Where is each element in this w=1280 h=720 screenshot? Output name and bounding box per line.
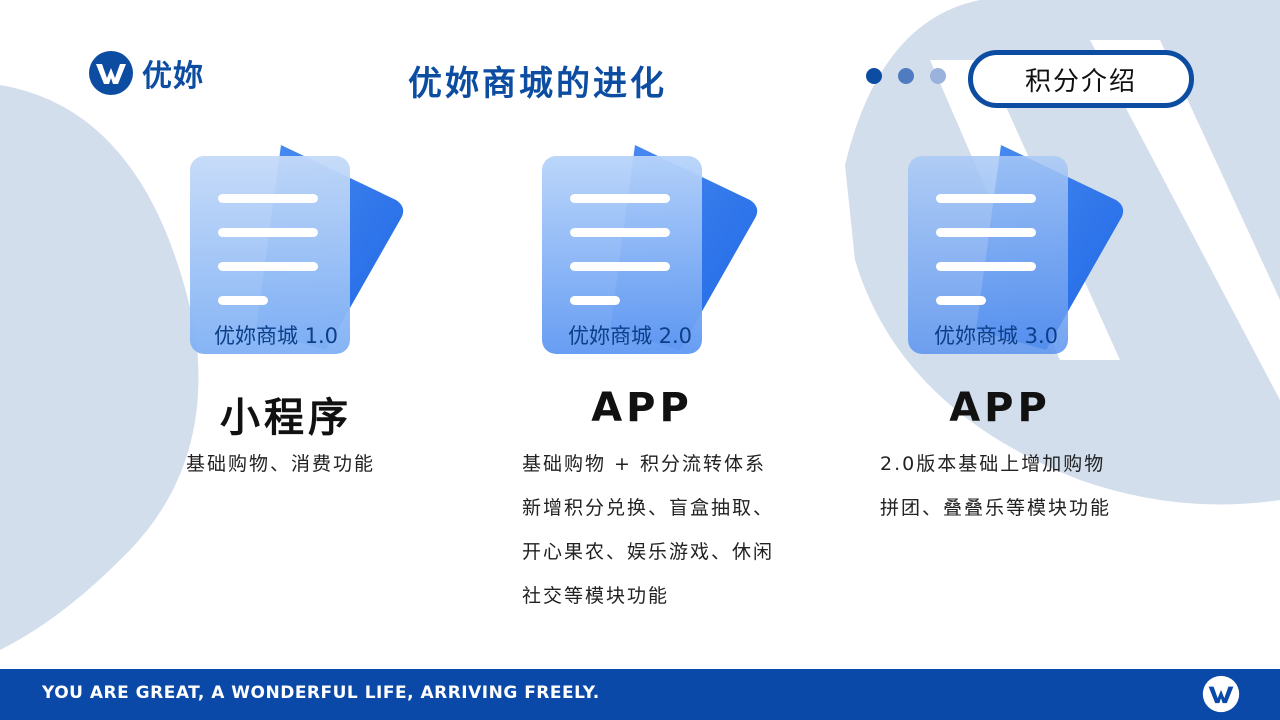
- slogan: YOU ARE GREAT, A WONDERFUL LIFE, ARRIVIN…: [42, 683, 600, 703]
- document-icon: [190, 145, 404, 354]
- card-heading: APP: [591, 385, 693, 431]
- card-description: 基础购物、消费功能: [186, 442, 375, 486]
- card-heading: 小程序: [220, 395, 352, 441]
- logo-text: 优妳: [142, 59, 204, 94]
- dot-2: [898, 68, 914, 84]
- logo[interactable]: 优妳: [88, 50, 204, 96]
- desc-line: 拼团、叠叠乐等模块功能: [880, 497, 1112, 519]
- version-label: 优妳商城 1.0: [213, 324, 339, 348]
- pagination-dots: [866, 68, 946, 84]
- dot-3: [930, 68, 946, 84]
- card-heading: APP: [949, 385, 1051, 431]
- dot-1: [866, 68, 882, 84]
- version-label: 优妳商城 2.0: [567, 324, 693, 348]
- intro-button[interactable]: 积分介绍: [968, 50, 1194, 108]
- desc-line: 开心果农、娱乐游戏、休闲: [522, 541, 775, 563]
- version-label: 优妳商城 3.0: [933, 324, 1059, 348]
- card-description: 基础购物 + 积分流转体系 新增积分兑换、盲盒抽取、 开心果农、娱乐游戏、休闲 …: [522, 442, 822, 618]
- card-description: 2.0版本基础上增加购物 拼团、叠叠乐等模块功能: [880, 442, 1180, 530]
- footer: YOU ARE GREAT, A WONDERFUL LIFE, ARRIVIN…: [0, 669, 1280, 720]
- w-logo-icon: [89, 51, 133, 95]
- desc-line: 基础购物、消费功能: [186, 453, 376, 475]
- desc-line: 社交等模块功能: [522, 585, 670, 607]
- document-icon: [908, 145, 1124, 354]
- header: 优妳 优妳商城的进化 积分介绍: [0, 0, 1280, 130]
- desc-line: 基础购物 + 积分流转体系: [522, 453, 766, 475]
- page-title: 优妳商城的进化: [408, 64, 667, 104]
- w-logo-icon: [1202, 675, 1240, 713]
- desc-line: 2.0版本基础上增加购物: [880, 453, 1106, 475]
- desc-line: 新增积分兑换、盲盒抽取、: [522, 497, 775, 519]
- document-icon: [542, 145, 758, 354]
